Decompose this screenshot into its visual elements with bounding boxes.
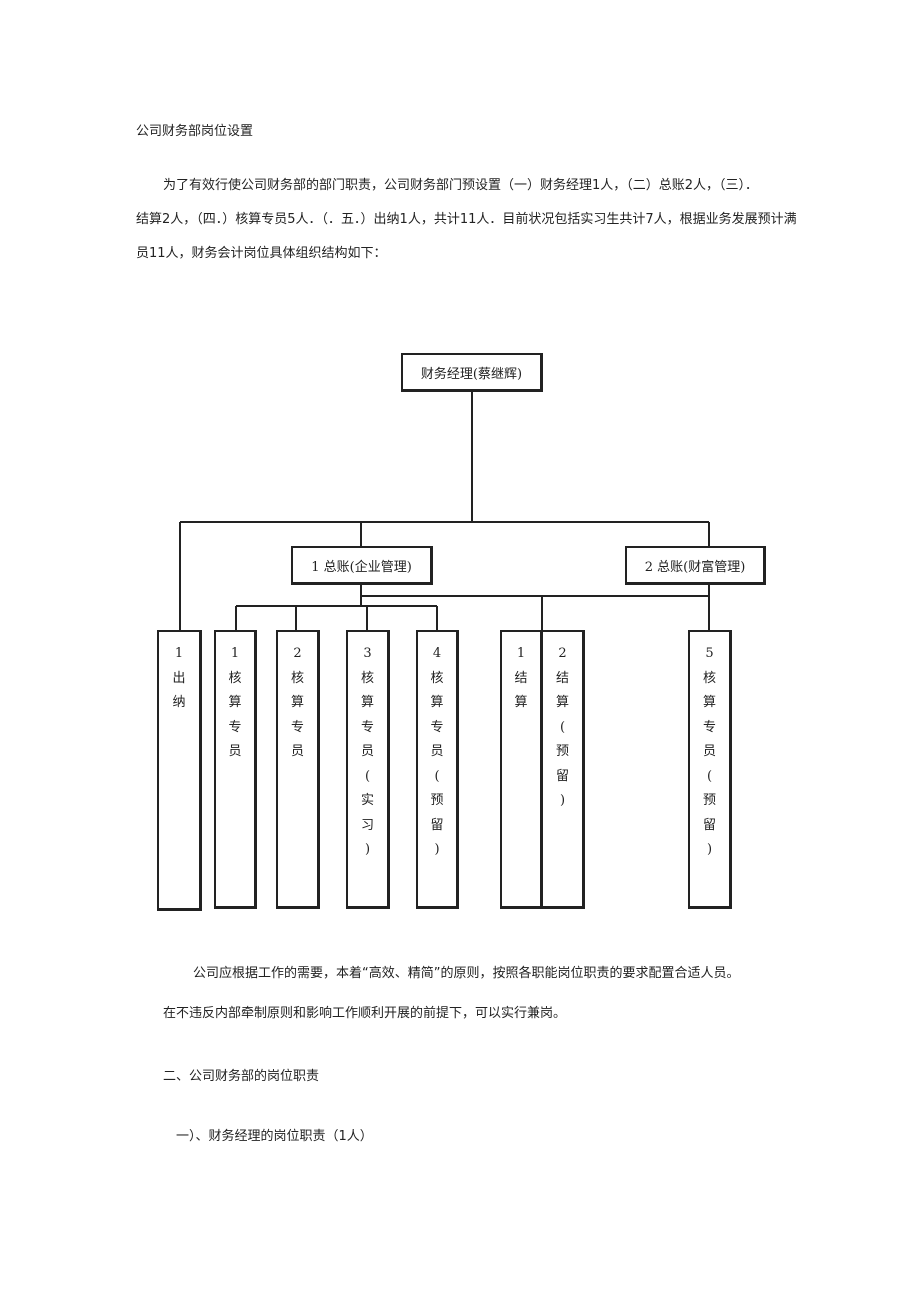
vertical-label-char: ( — [559, 719, 566, 735]
vertical-label-char: 4 — [432, 646, 442, 661]
vertical-label-char: 员 — [290, 744, 304, 759]
vertical-label-char: 核 — [430, 670, 444, 686]
vertical-label-char: ( — [364, 768, 371, 784]
vertical-label-char: 员 — [430, 744, 444, 759]
org-box-settlement-1: 1 结算 — [500, 630, 543, 909]
org-box-accountant-2: 2 核算专员 — [276, 630, 320, 909]
vertical-label-char: 结 — [514, 670, 528, 686]
vertical-label-char: 纳 — [172, 695, 186, 710]
org-box-finance-manager: 财务经理(蔡继辉) — [401, 353, 543, 392]
intro-paragraph-line-1: 为了有效行使公司财务部的部门职责，公司财务部门预设置（一）财务经理1人，（二）总… — [163, 178, 759, 193]
vertical-label-char: 算 — [290, 695, 304, 710]
org-box-accountant-4-reserved: 4 核算专员 ( 预留) — [416, 630, 459, 909]
vertical-label-char: 核 — [228, 670, 242, 686]
vertical-label-char: 员 — [360, 744, 374, 759]
vertical-label-char: 留 — [430, 817, 444, 833]
vertical-label-char: ( — [706, 768, 713, 784]
vertical-label-char: 专 — [430, 719, 444, 735]
vertical-label-char: ) — [706, 842, 713, 857]
vertical-label-char: 留 — [555, 768, 569, 784]
vertical-label-char: 算 — [228, 695, 242, 710]
org-box-accountant-3-intern: 3 核算专员 ( 实习) — [346, 630, 390, 909]
subsection-heading-1: 一）、财务经理的岗位职责（1人） — [176, 1129, 373, 1144]
vertical-label-char: ) — [559, 793, 566, 808]
vertical-label-char: 算 — [514, 695, 528, 710]
section-heading-2: 二、公司财务部的岗位职责 — [163, 1069, 320, 1084]
vertical-label-char: 算 — [702, 695, 716, 710]
vertical-label-char: 核 — [360, 670, 374, 686]
vertical-label-char: 员 — [228, 744, 242, 759]
org-box-cashier: 1 出纳 — [157, 630, 202, 911]
vertical-label-char: 3 — [363, 646, 372, 661]
staffing-paragraph-line-1: 公司应根据工作的需要，本着“高效、精简”的原则，按照各职能岗位职责的要求配置合适… — [193, 966, 740, 981]
vertical-label-char: ) — [434, 842, 440, 857]
vertical-label-char: 习 — [360, 817, 374, 833]
vertical-label-char: 2 — [293, 646, 302, 661]
vertical-label-char: 专 — [228, 719, 242, 735]
intro-paragraph-line-3: 员11人，财务会计岗位具体组织结构如下： — [136, 246, 387, 261]
vertical-label-char: 出 — [172, 670, 186, 686]
vertical-label-char: 预 — [430, 793, 444, 808]
vertical-label-char: 算 — [430, 695, 444, 710]
vertical-label-char: 2 — [558, 646, 567, 661]
vertical-label-char: 1 — [174, 646, 184, 661]
vertical-label-char: 结 — [555, 670, 569, 686]
org-box-general-ledger-wealth: 2 总账(财富管理) — [625, 546, 766, 585]
org-box-accountant-5-reserved: 5 核算专员 ( 预留) — [688, 630, 732, 909]
vertical-label-char: 专 — [290, 719, 304, 735]
vertical-label-char: ) — [364, 842, 371, 857]
vertical-label-char: 专 — [360, 719, 374, 735]
vertical-label-char: 核 — [702, 670, 716, 686]
vertical-label-char: 核 — [290, 670, 304, 686]
org-box-general-ledger-enterprise: 1 总账(企业管理) — [291, 546, 433, 585]
vertical-label-char: 专 — [702, 719, 716, 735]
vertical-label-char: 实 — [360, 793, 374, 808]
org-box-settlement-2-reserved: 2 结算 ( 预留) — [541, 630, 585, 909]
vertical-label-char: 留 — [702, 817, 716, 833]
document-title: 公司财务部岗位设置 — [136, 124, 254, 139]
vertical-label-char: 1 — [516, 646, 526, 661]
vertical-label-char: 预 — [555, 744, 569, 759]
org-box-accountant-1: 1 核算专员 — [214, 630, 257, 909]
vertical-label-char: 算 — [360, 695, 374, 710]
staffing-paragraph-line-2: 在不违反内部牵制原则和影响工作顺利开展的前提下，可以实行兼岗。 — [163, 1006, 567, 1021]
vertical-label-char: ( — [434, 768, 440, 784]
vertical-label-char: 5 — [705, 646, 714, 661]
vertical-label-char: 1 — [230, 646, 240, 661]
vertical-label-char: 预 — [702, 793, 716, 808]
intro-paragraph-line-2: 结算2人，（四．）核算专员5人．（．五．）出纳1人，共计11人．目前状况包括实习… — [136, 212, 797, 227]
vertical-label-char: 算 — [555, 695, 569, 710]
vertical-label-char: 员 — [702, 744, 716, 759]
